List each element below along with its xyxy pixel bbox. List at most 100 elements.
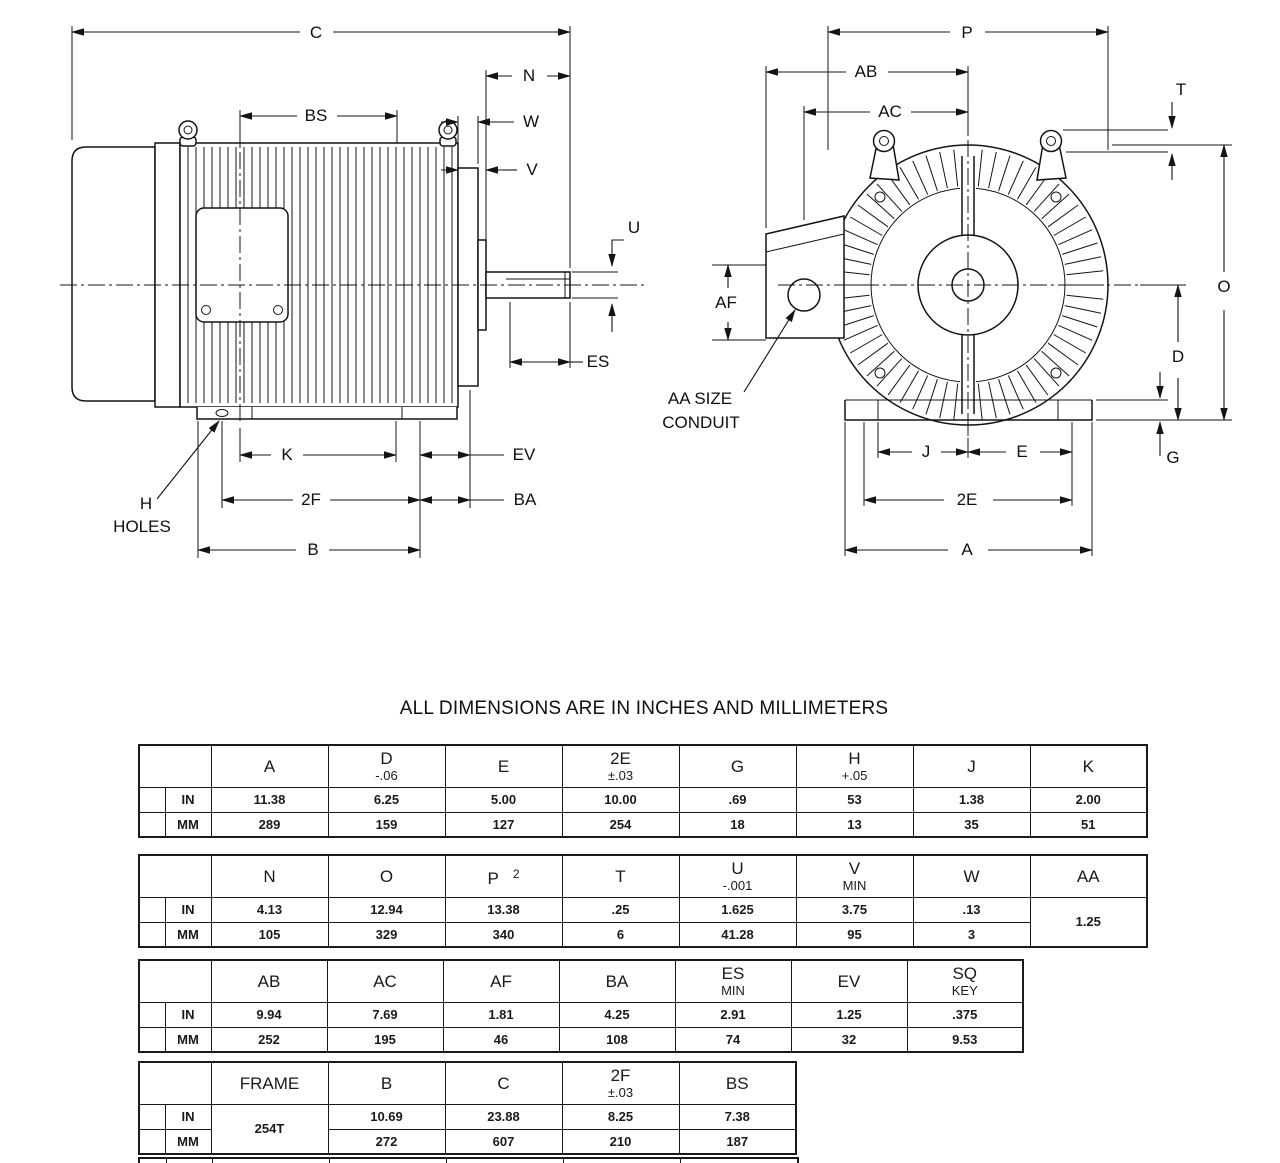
row-label-mm: MM [164,921,212,948]
col-header-2e: 2E±.03 [561,744,680,788]
spacer-cell [138,1103,166,1130]
dim-label-af: AF [715,293,737,312]
value-cell: 1.25 [790,1001,908,1028]
col-header-o: O [327,854,446,898]
row-label-in: IN [164,1103,212,1130]
dim-label-h: H [140,494,152,513]
units-note: ALL DIMENSIONS ARE IN INCHES AND MILLIME… [399,698,889,719]
dim-label-w: W [523,112,539,131]
fan-cover [71,146,156,402]
corner-cell [138,744,212,788]
value-cell: 8.25 [561,1103,680,1130]
col-header-ba: BA [558,959,676,1003]
value-cell: 11.38 [210,786,329,813]
value-cell: 2.91 [674,1001,792,1028]
row-label-in: IN [164,786,212,813]
dim-label-p: P [961,23,972,42]
col-header-u: U-.001 [678,854,797,898]
value-cell: 13.38 [444,896,563,923]
col-header-h: H+.05 [795,744,914,788]
footnote-marker: 2 [512,866,520,881]
row-label-in: IN [164,896,212,923]
value-cell: .69 [678,786,797,813]
col-header-t: T [561,854,680,898]
value-cell: 35 [912,811,1031,838]
motor-drawings: C N BS W V U ES [60,23,1232,559]
value-cell: 41.28 [678,921,797,948]
value-cell: 105 [210,921,329,948]
value-cell: 3 [912,921,1031,948]
col-header-af: AF [442,959,560,1003]
spacer-cell [138,1001,166,1028]
spacer-cell [138,1128,166,1155]
dim-label-n: N [523,66,535,85]
dim-label-holes: HOLES [113,517,171,536]
spacer-cell [138,811,166,838]
value-cell: 340 [444,921,563,948]
col-header-ev: EV [790,959,908,1003]
value-cell: .375 [906,1001,1024,1028]
dim-label-c: C [310,23,322,42]
value-cell: 95 [795,921,914,948]
spacer-cell [138,786,166,813]
header-row: FRAME B C 2F±.03 BS [138,1061,797,1105]
dimension-table-4: FRAME B C 2F±.03 BS IN 254T 10.69 23.88 … [138,1061,797,1155]
dim-label-k: K [281,445,293,464]
value-cell: 18 [678,811,797,838]
value-cell: 1.38 [912,786,1031,813]
value-cell: .25 [561,896,680,923]
value-cell: 53 [795,786,914,813]
dim-label-2f: 2F [301,490,321,509]
dim-label-j: J [922,442,931,461]
end-view-drawing: P AB AC T O D G [662,23,1232,559]
value-cell: 2.00 [1029,786,1148,813]
value-cell: 9.53 [906,1026,1024,1053]
value-cell: 12.94 [327,896,446,923]
value-cell: 272 [327,1128,446,1155]
spacer-cell [138,921,166,948]
col-header-aa: AA [1029,854,1148,898]
dim-label-e: E [1016,442,1027,461]
value-cell-frame: 254T [210,1103,329,1155]
dim-label-b: B [307,540,318,559]
col-header-n: N [210,854,329,898]
value-cell: 108 [558,1026,676,1053]
value-cell: 10.00 [561,786,680,813]
value-cell: 13 [795,811,914,838]
value-cell: 289 [210,811,329,838]
row-label-mm: MM [164,1026,212,1053]
dim-label-t: T [1176,80,1186,99]
col-header-c: C [444,1061,563,1105]
inches-row: IN 9.94 7.69 1.81 4.25 2.91 1.25 .375 [138,1001,1024,1028]
dim-label-u: U [628,218,640,237]
dim-label-2e: 2E [957,490,978,509]
spacer-cell [138,896,166,923]
value-cell: 74 [674,1026,792,1053]
col-header-k: K [1029,744,1148,788]
col-header-w: W [912,854,1031,898]
lifting-eye-right [438,120,458,147]
lifting-eye-left [178,120,198,147]
col-header-ac: AC [326,959,444,1003]
dim-label-ab: AB [855,62,878,81]
value-cell: 5.00 [444,786,563,813]
value-cell: 127 [444,811,563,838]
value-cell: 252 [210,1026,328,1053]
value-cell: 6 [561,921,680,948]
value-cell: 4.25 [558,1001,676,1028]
dim-label-ac: AC [878,102,902,121]
value-cell: 195 [326,1026,444,1053]
dim-label-a: A [961,540,973,559]
value-cell: 607 [444,1128,563,1155]
corner-cell [138,854,212,898]
value-cell: 7.38 [678,1103,797,1130]
partial-next-table [138,1157,799,1163]
base-feet [196,407,458,420]
